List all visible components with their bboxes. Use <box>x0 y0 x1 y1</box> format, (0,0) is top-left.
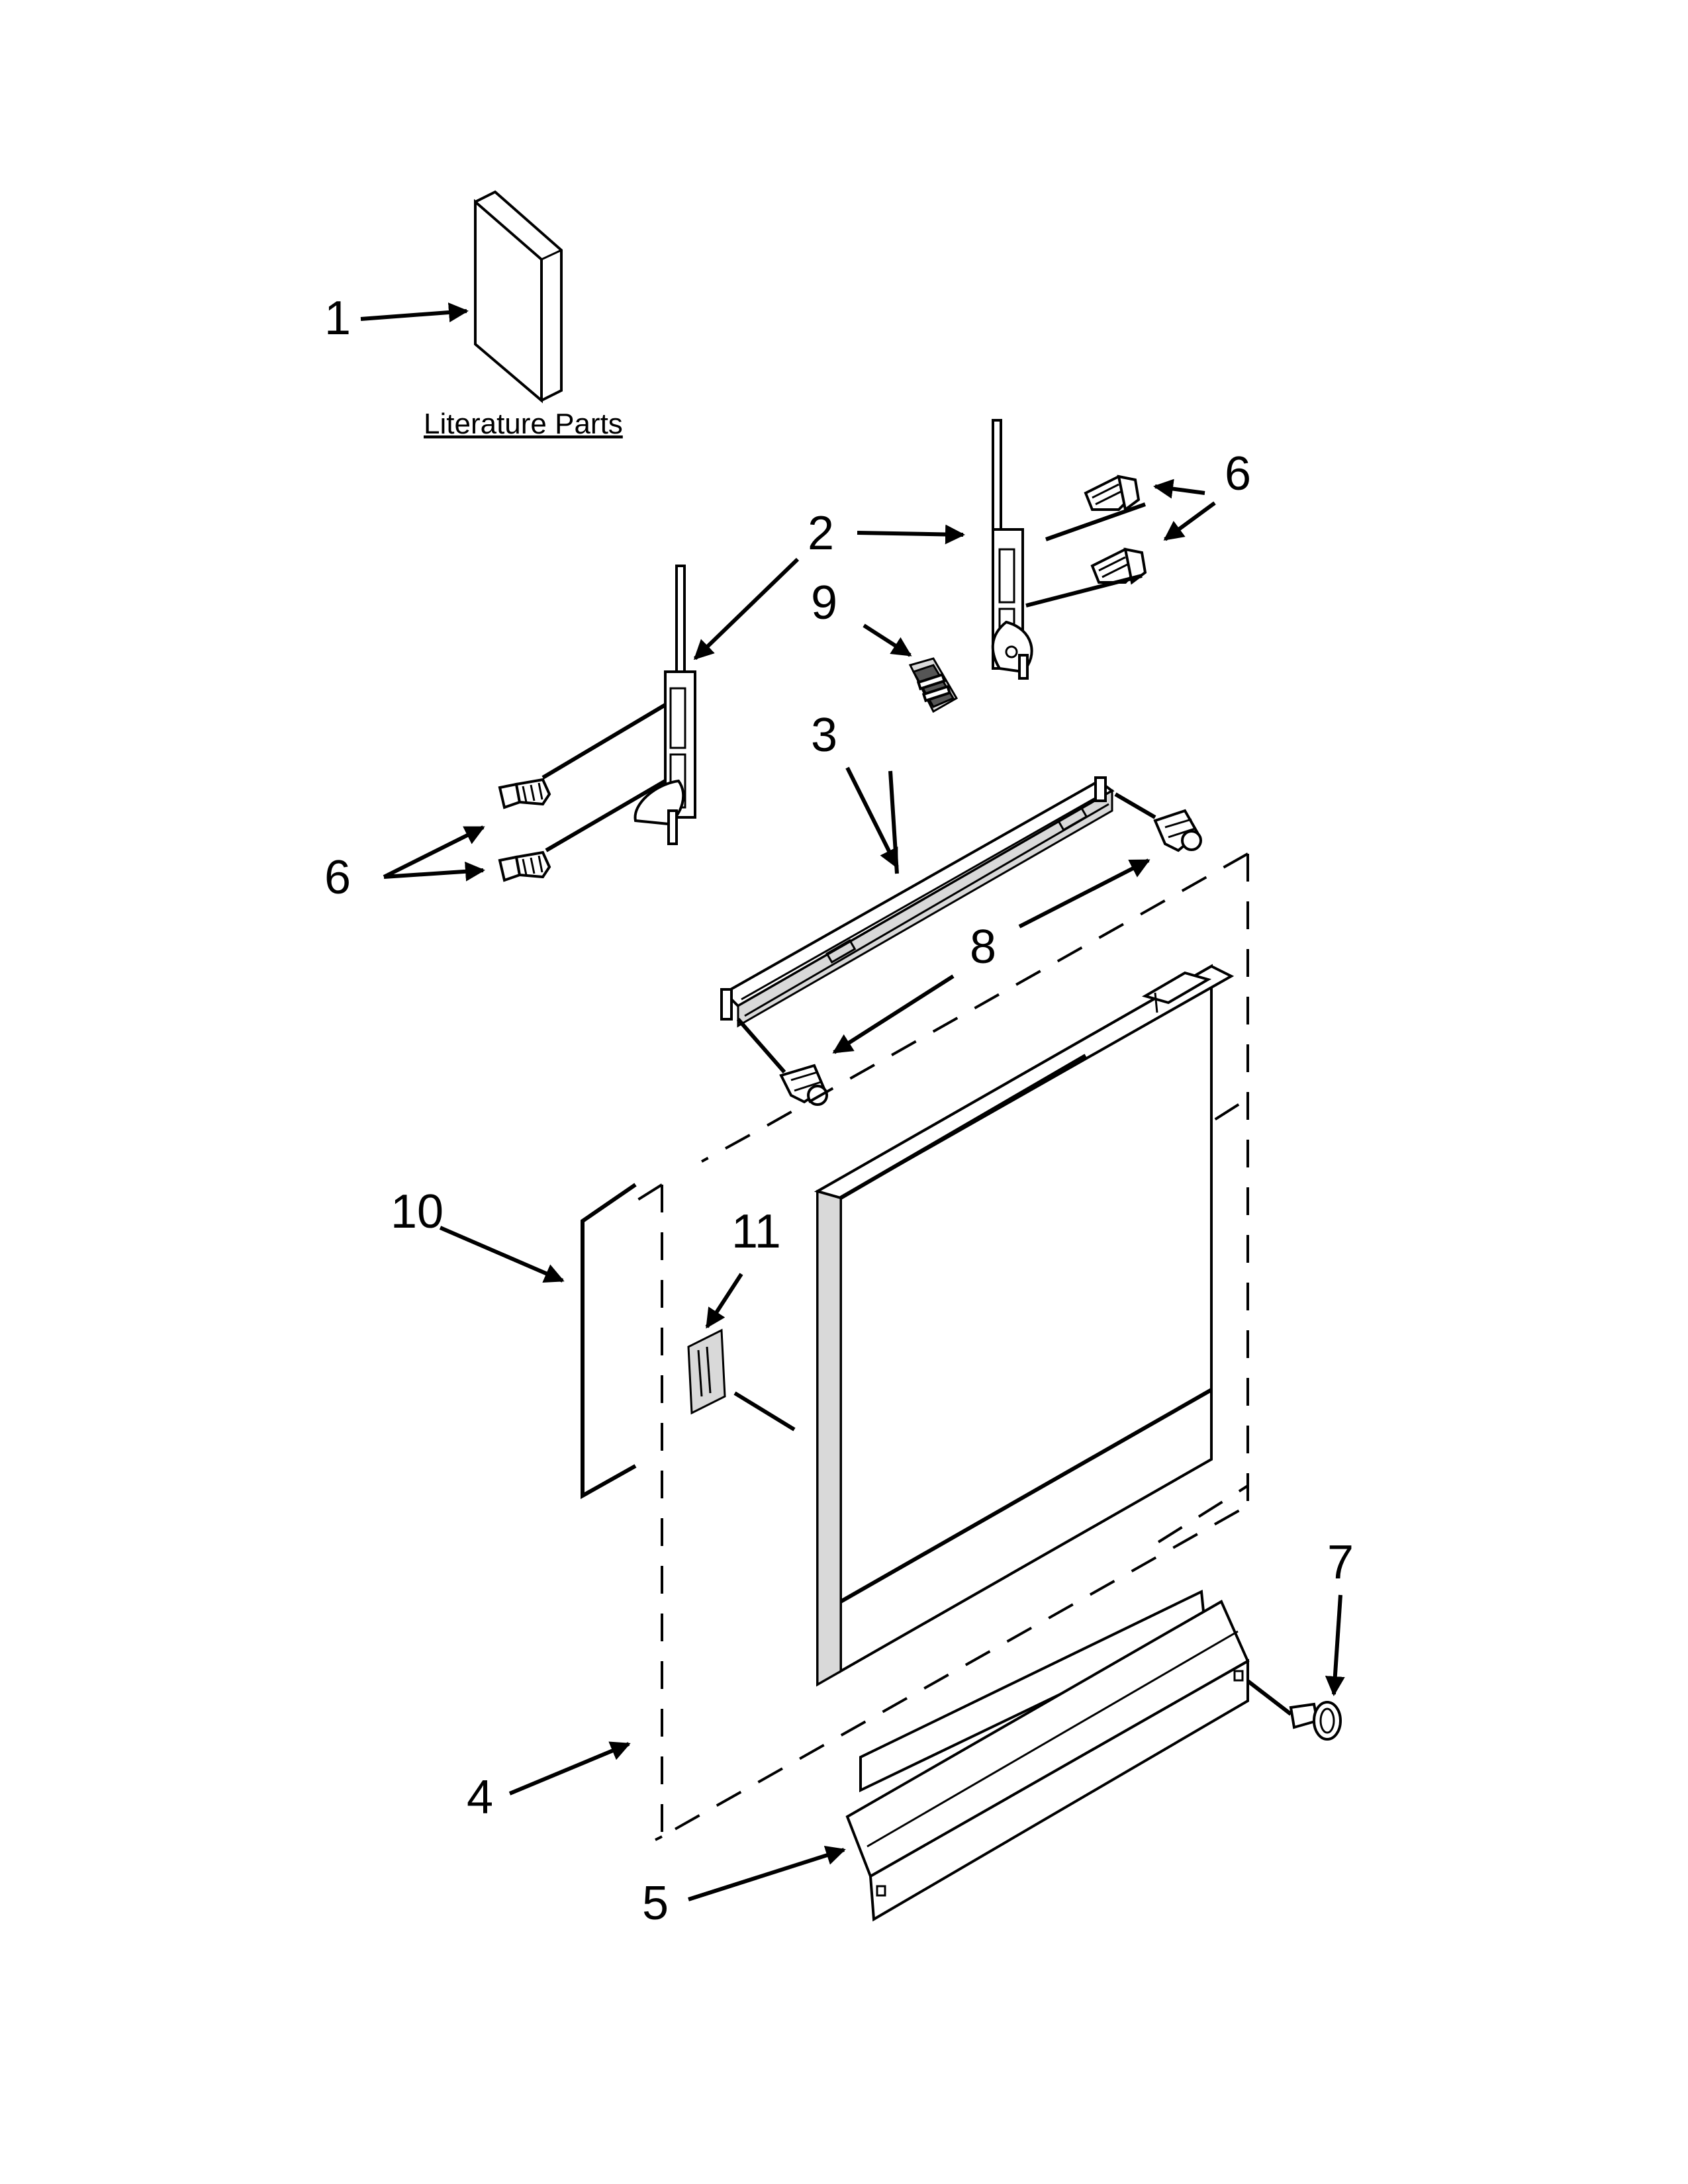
hinge-screw-left-upper <box>498 778 551 809</box>
toe-kick-panel <box>845 1589 1250 1922</box>
callout-1: 1 <box>324 292 351 345</box>
channel-screw-left <box>779 1064 828 1106</box>
literature-parts-caption: Literature Parts <box>424 408 623 440</box>
left-hinge <box>633 565 696 845</box>
callout-4: 4 <box>467 1771 493 1824</box>
callout-6-left: 6 <box>324 851 351 904</box>
callout-9: 9 <box>811 576 837 629</box>
callout-3: 3 <box>811 709 837 762</box>
top-channel-rail <box>720 776 1115 1028</box>
hinge-screw-left-lower <box>498 850 551 882</box>
right-hinge <box>991 419 1033 680</box>
toe-panel-screw <box>1289 1701 1342 1741</box>
channel-screw-right <box>1153 809 1202 852</box>
inner-door-panel <box>814 964 1235 1687</box>
callout-5: 5 <box>642 1877 669 1930</box>
callout-10: 10 <box>391 1185 444 1238</box>
callout-8: 8 <box>970 921 996 974</box>
literature-booklet <box>474 190 563 404</box>
callout-7: 7 <box>1327 1536 1354 1589</box>
door-clip <box>908 657 959 713</box>
hinge-screw-right-upper <box>1084 475 1141 512</box>
callout-6-right: 6 <box>1225 447 1251 500</box>
callout-2: 2 <box>808 507 834 560</box>
hinge-screw-right-lower <box>1090 547 1147 585</box>
leader-lines <box>360 302 1345 1901</box>
side-gasket-strip <box>581 1183 637 1500</box>
callout-11: 11 <box>731 1205 781 1258</box>
rating-label <box>687 1328 796 1432</box>
